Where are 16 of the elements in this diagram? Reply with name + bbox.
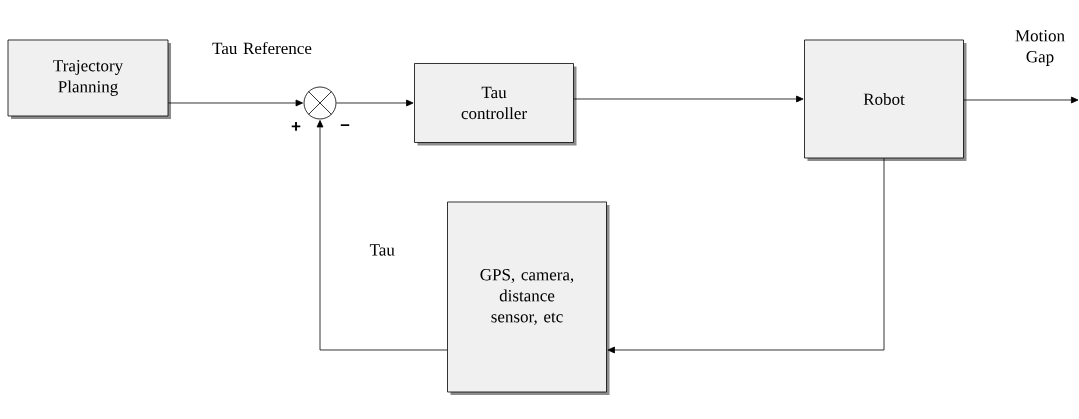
arrow <box>607 158 885 354</box>
sign-label: + <box>291 122 301 131</box>
process-box: Tau controller <box>414 63 577 146</box>
arrow <box>336 99 414 107</box>
arrow <box>573 95 804 103</box>
process-box: Robot <box>804 39 967 161</box>
summing-junction <box>303 86 337 120</box>
sign-label: – <box>340 124 350 126</box>
process-box: Trajectory Planning <box>7 39 171 119</box>
edge-label: Motion Gap <box>1015 30 1065 66</box>
arrow <box>316 120 448 351</box>
arrow <box>963 96 1079 104</box>
edge-label: Tau <box>369 244 395 256</box>
process-box: GPS, camera, distance sensor, etc <box>447 201 610 395</box>
edge-label: Tau Reference <box>212 41 312 55</box>
arrow <box>168 99 303 107</box>
